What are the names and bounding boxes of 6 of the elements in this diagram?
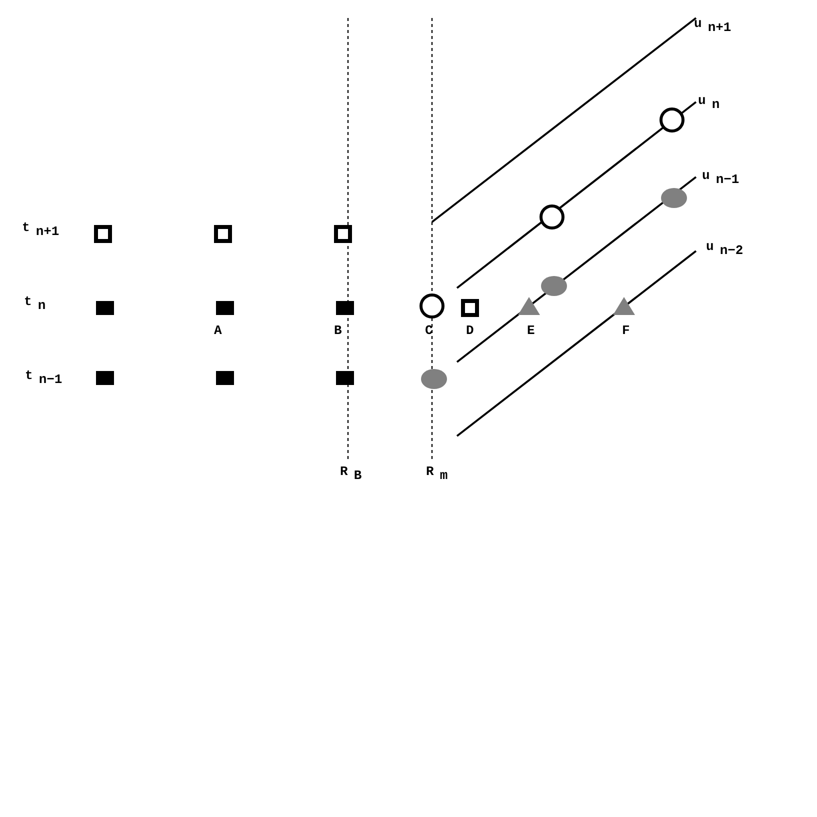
point-label: E: [527, 323, 535, 338]
point-label: C: [425, 323, 433, 338]
point-label: A: [214, 323, 222, 338]
point-label: D: [466, 323, 474, 338]
point-label: F: [622, 323, 630, 338]
point-label: B: [334, 323, 342, 338]
